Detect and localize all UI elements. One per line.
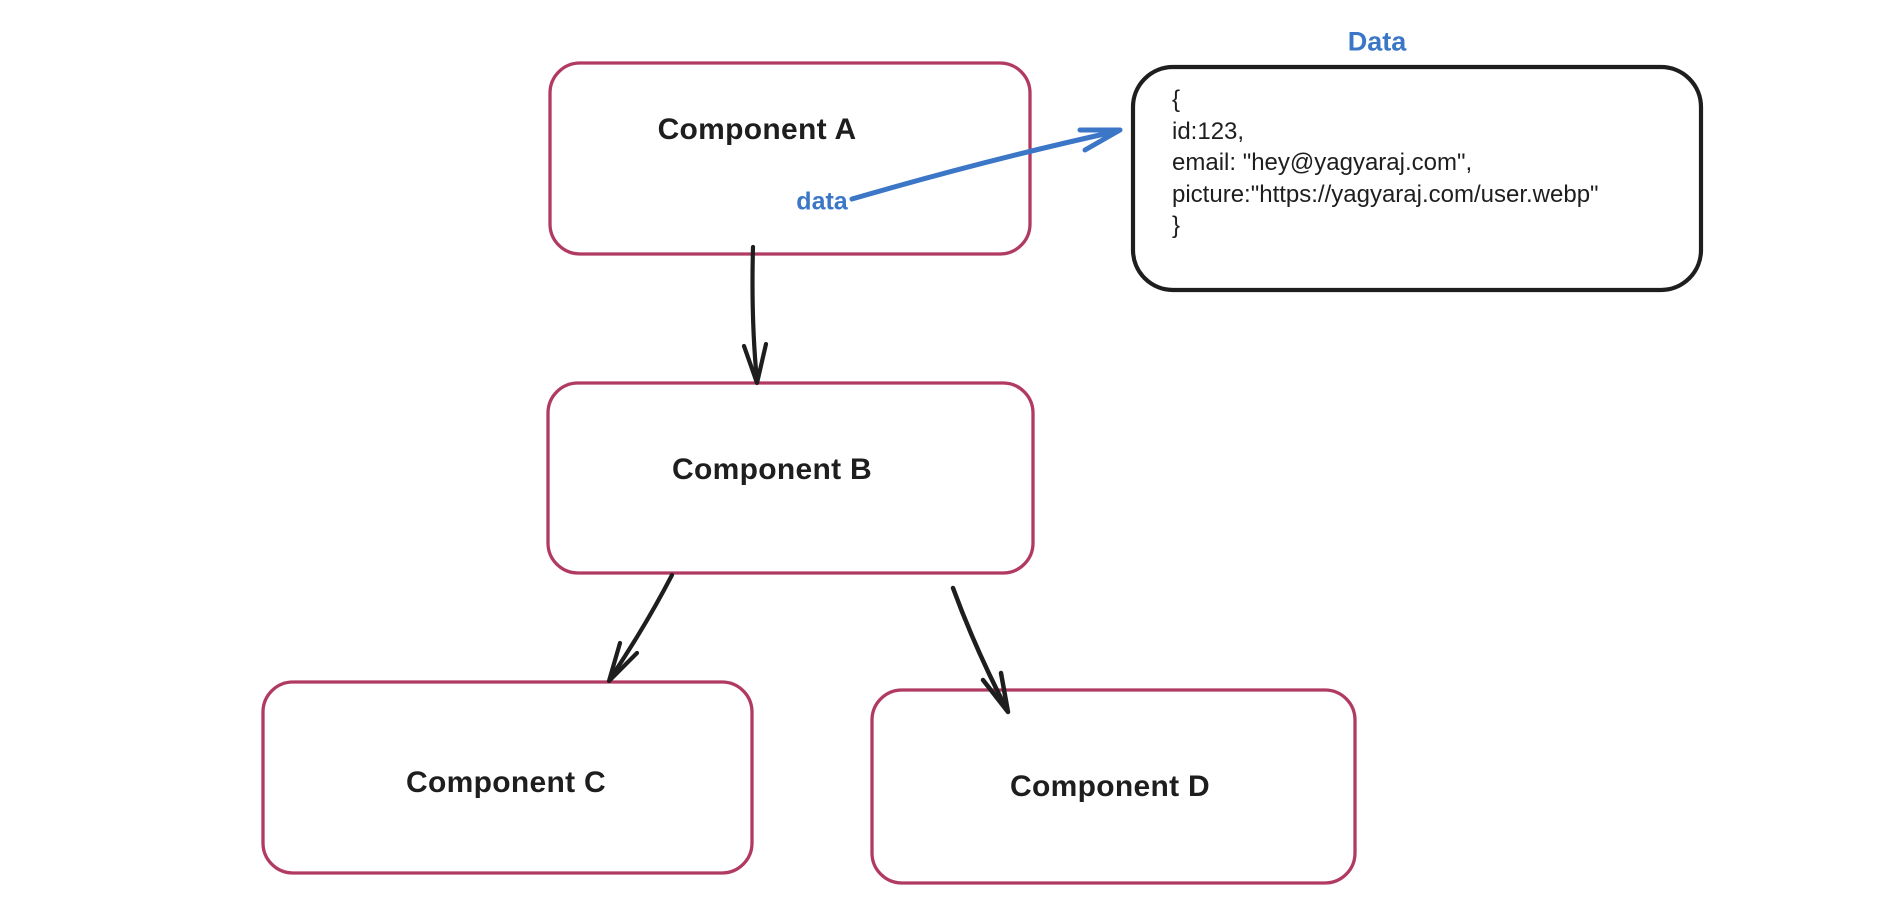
- arrow-b-to-d: [950, 585, 1011, 715]
- component-c-box: [261, 680, 754, 875]
- component-c-label: Component C: [406, 766, 606, 799]
- component-d-label: Component D: [1010, 770, 1210, 803]
- arrow-b-to-c: [606, 572, 675, 684]
- arrow-a-to-b: [741, 244, 769, 386]
- component-b-label: Component B: [672, 453, 872, 486]
- data-box-title: Data: [1347, 26, 1407, 57]
- data-box-json-body: { id:123, email: "hey@yagyaraj.com", pic…: [1172, 86, 1599, 239]
- component-a-label: Component A: [657, 113, 857, 146]
- arrow-data-to-databox: [849, 127, 1123, 202]
- component-b-box: [546, 381, 1035, 575]
- data-edge-label: data: [796, 187, 848, 216]
- component-d-box: [870, 688, 1357, 885]
- data-box: [1130, 64, 1704, 293]
- component-a-box: [548, 61, 1032, 256]
